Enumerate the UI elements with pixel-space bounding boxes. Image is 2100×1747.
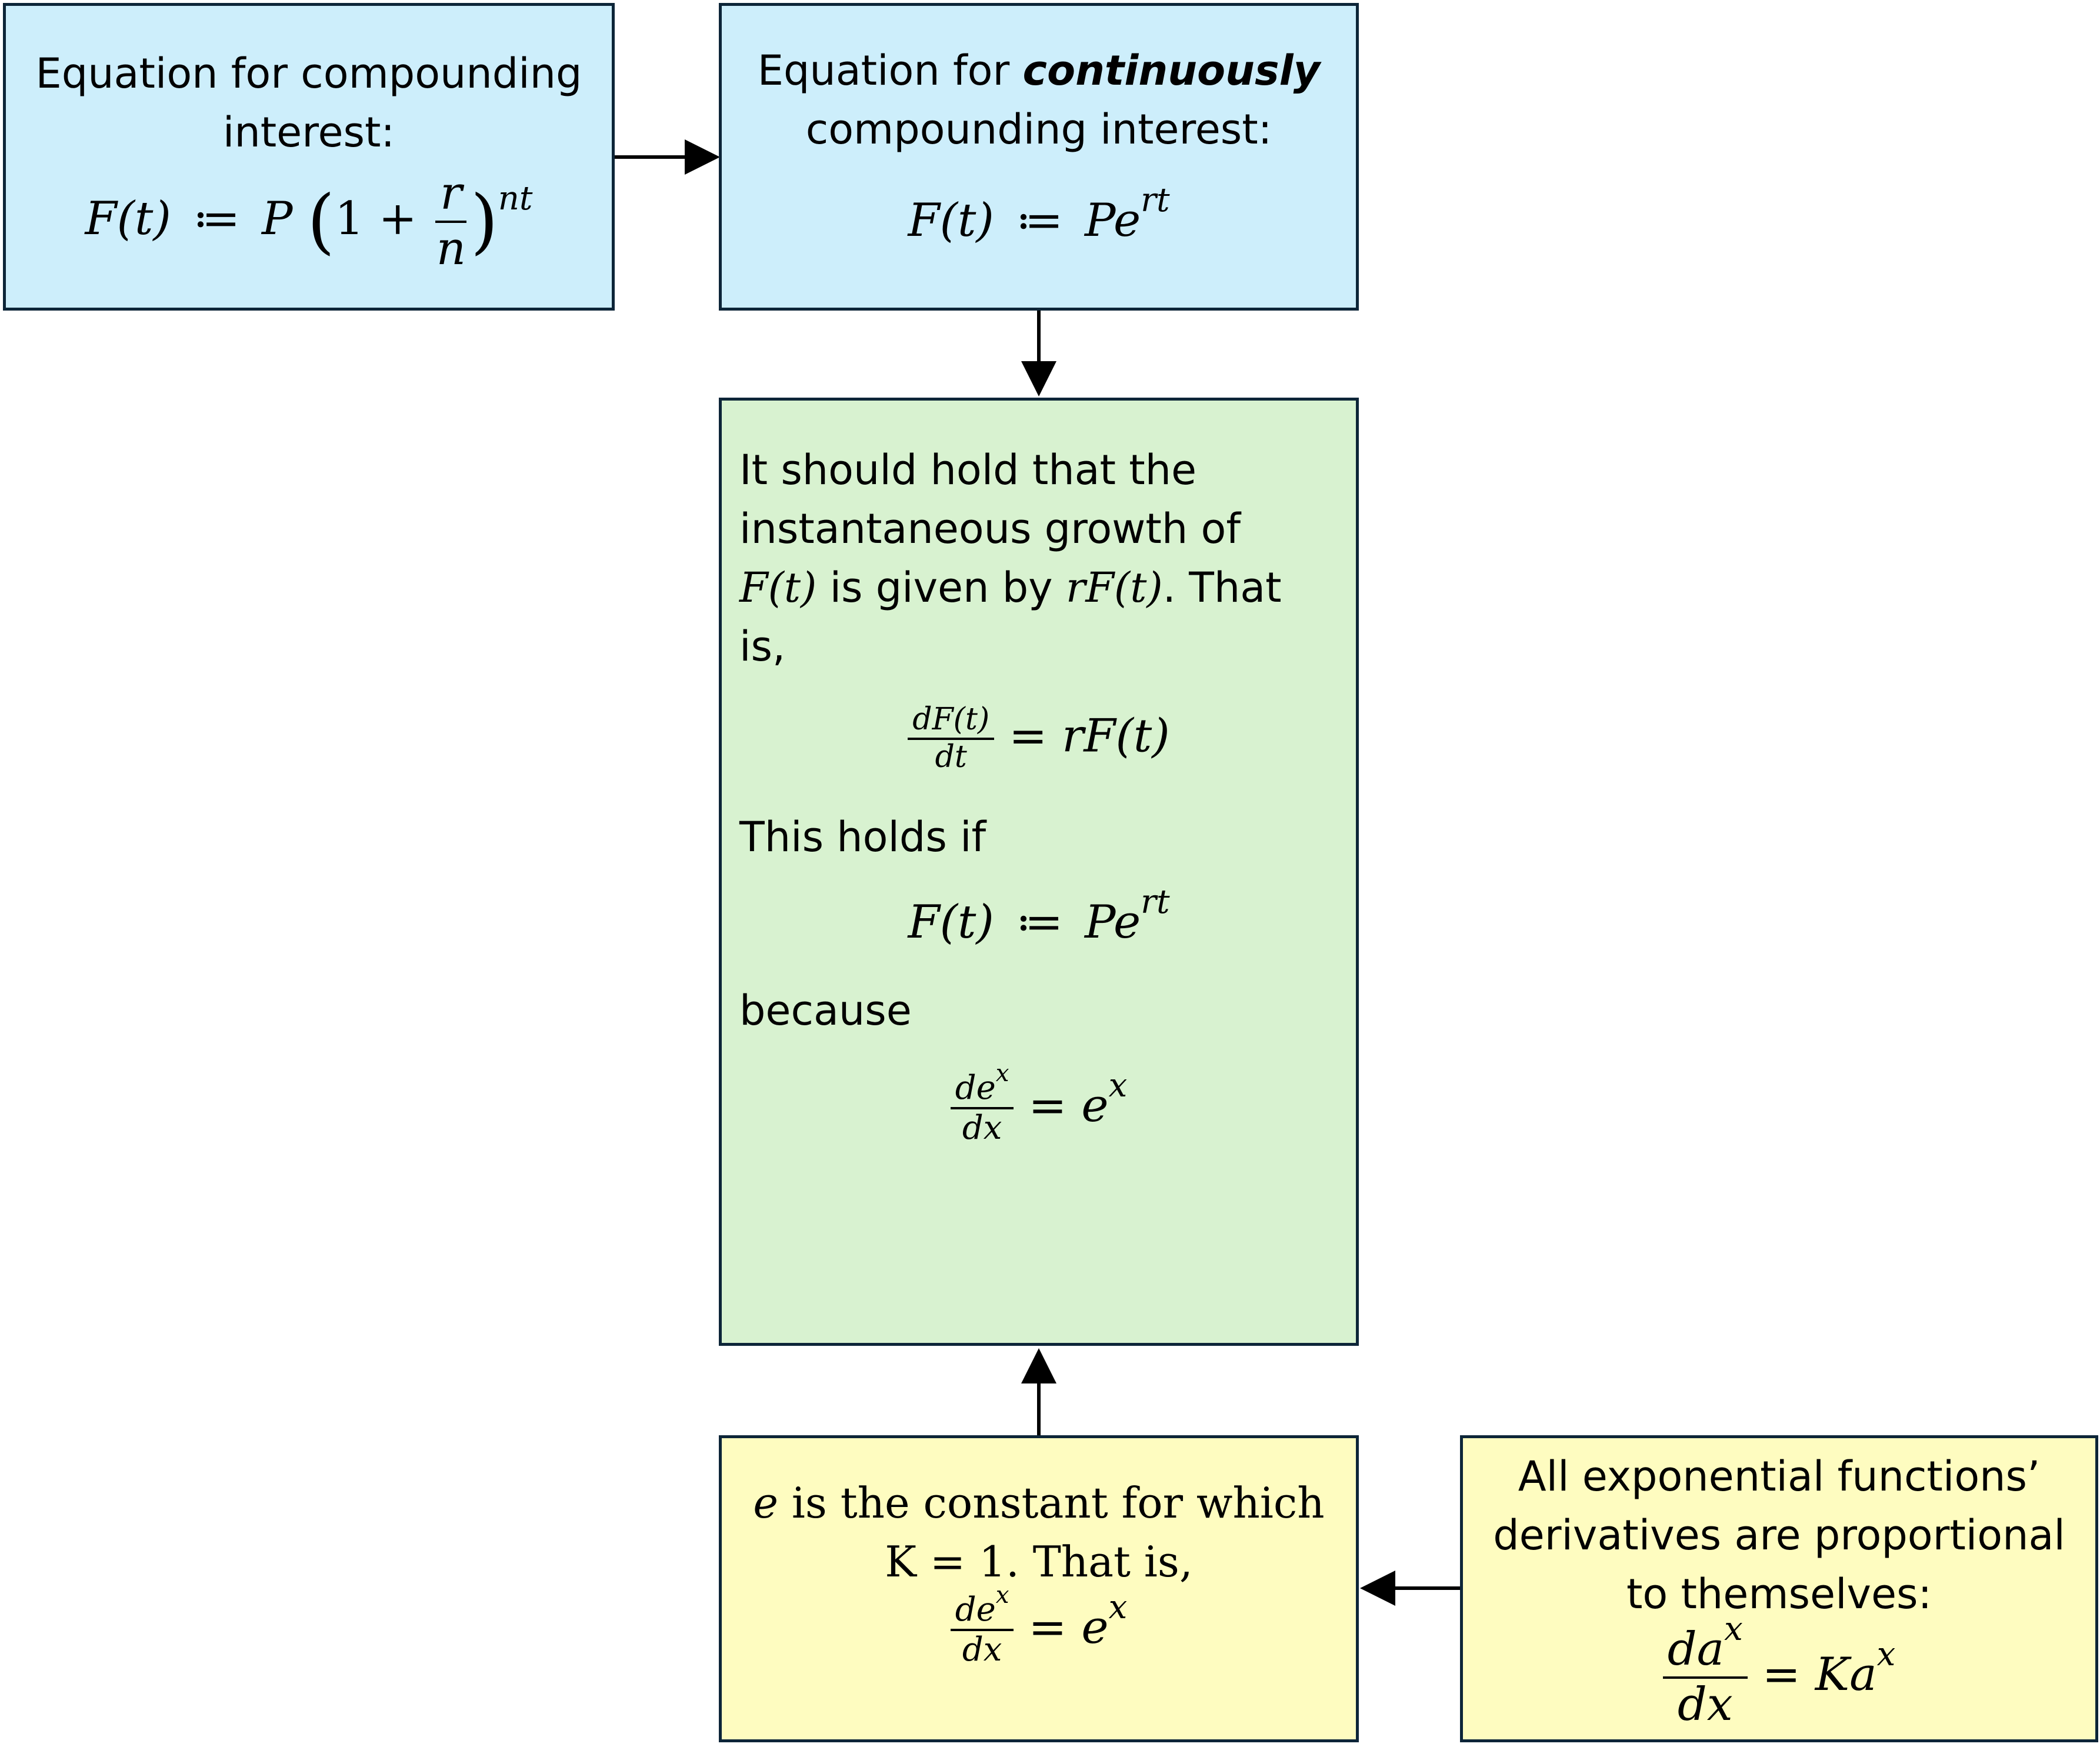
exponent-nt: nt <box>498 179 533 218</box>
formula-lhs: F(t) <box>908 895 994 949</box>
formula-exponent: rt <box>1141 882 1170 921</box>
constant-e-box: e is the constant for which K = 1. That … <box>719 1435 1359 1742</box>
fraction-numerator: dex <box>950 1061 1014 1109</box>
formula-exponent: rt <box>1141 181 1170 219</box>
constant-e-line1: e is the constant for which <box>722 1473 1356 1532</box>
solution-equation: F(t) ≔ Pert <box>739 885 1338 949</box>
equation-rhs-exponent: x <box>1108 1066 1128 1105</box>
box2-title-line1: Equation for continuously <box>722 41 1356 100</box>
fraction-numerator: r <box>435 167 467 223</box>
derivation-line4: is, <box>739 622 786 671</box>
equation-rhs-base: Ka <box>1815 1648 1877 1702</box>
exponential-line2: derivatives are proportional <box>1493 1511 2065 1559</box>
fraction-denominator: dx <box>1677 1678 1733 1731</box>
fraction-dF-dt: dF(t)dt <box>908 702 995 775</box>
derivation-line2: instantaneous growth of <box>739 505 1241 553</box>
constant-e-line2: K = 1. That is, <box>885 1537 1193 1586</box>
fraction-denominator: n <box>436 222 466 275</box>
derivation-line3-mid: is given by <box>816 564 1066 612</box>
compounding-interest-box: Equation for compounding interest: F(t) … <box>3 3 615 311</box>
derivation-line3: F(t) is given by rF(t). That <box>739 558 1338 617</box>
equation-rhs-base: e <box>1081 1079 1109 1132</box>
fraction-numerator: dF(t) <box>908 702 995 740</box>
equals-sign: = <box>1028 1601 1067 1654</box>
formula-base: Pe <box>1084 194 1141 247</box>
derivative-equation: dF(t)dt = rF(t) <box>739 702 1338 775</box>
fraction-denominator: dt <box>935 739 967 775</box>
fraction-denominator: dx <box>962 1631 1002 1669</box>
derivation-line1: It should hold that the <box>739 446 1197 494</box>
because-text: because <box>739 986 912 1035</box>
paren-open: ( <box>307 181 335 263</box>
box2-title-emphasis: continuously <box>1022 46 1321 95</box>
equation-rhs-exponent: x <box>1876 1635 1896 1674</box>
fraction-denominator: dx <box>962 1108 1002 1147</box>
exponential-proportional-box: All exponential functions’ derivatives a… <box>1460 1435 2098 1742</box>
formula-lhs: F(t) <box>908 194 994 247</box>
constant-e-line1-rest: is the constant for which <box>778 1478 1325 1528</box>
equation-rhs-base: e <box>1081 1601 1109 1654</box>
continuous-compounding-box: Equation for continuously compounding in… <box>719 3 1359 311</box>
math-e: e <box>753 1478 778 1528</box>
assign-symbol: ≔ <box>1015 895 1064 949</box>
box2-title-line2: compounding interest: <box>805 105 1272 154</box>
equals-sign: = <box>1762 1648 1801 1702</box>
holds-if-text: This holds if <box>739 812 986 861</box>
math-f-t: F(t) <box>739 564 817 612</box>
fraction-numerator: dex <box>950 1583 1014 1632</box>
formula-p: P <box>262 192 293 246</box>
continuous-formula: F(t) ≔ Pert <box>722 184 1356 247</box>
math-r-f-t: rF(t) <box>1065 564 1163 612</box>
assign-symbol: ≔ <box>1015 194 1064 247</box>
equation-rhs: = rF(t) <box>1008 709 1170 763</box>
derivation-line3-end: . That <box>1162 564 1282 612</box>
fraction-numerator: dax <box>1662 1612 1748 1679</box>
formula-one-plus: 1 + <box>335 192 417 246</box>
paren-close: ) <box>470 181 498 263</box>
exponential-line1: All exponential functions’ <box>1518 1452 2041 1501</box>
equation-rhs-exponent: x <box>1108 1588 1128 1626</box>
assign-symbol: ≔ <box>192 192 241 246</box>
box1-title-line2: interest: <box>222 108 395 156</box>
formula-base: Pe <box>1084 895 1141 949</box>
formula-lhs: F(t) <box>85 192 171 246</box>
box2-title-prefix: Equation for <box>757 46 1010 95</box>
equals-sign: = <box>1028 1079 1067 1132</box>
derivation-box: It should hold that the instantaneous gr… <box>719 398 1359 1346</box>
box1-title-line1: Equation for compounding <box>35 49 582 98</box>
exponential-line3: to themselves: <box>1626 1570 1932 1618</box>
